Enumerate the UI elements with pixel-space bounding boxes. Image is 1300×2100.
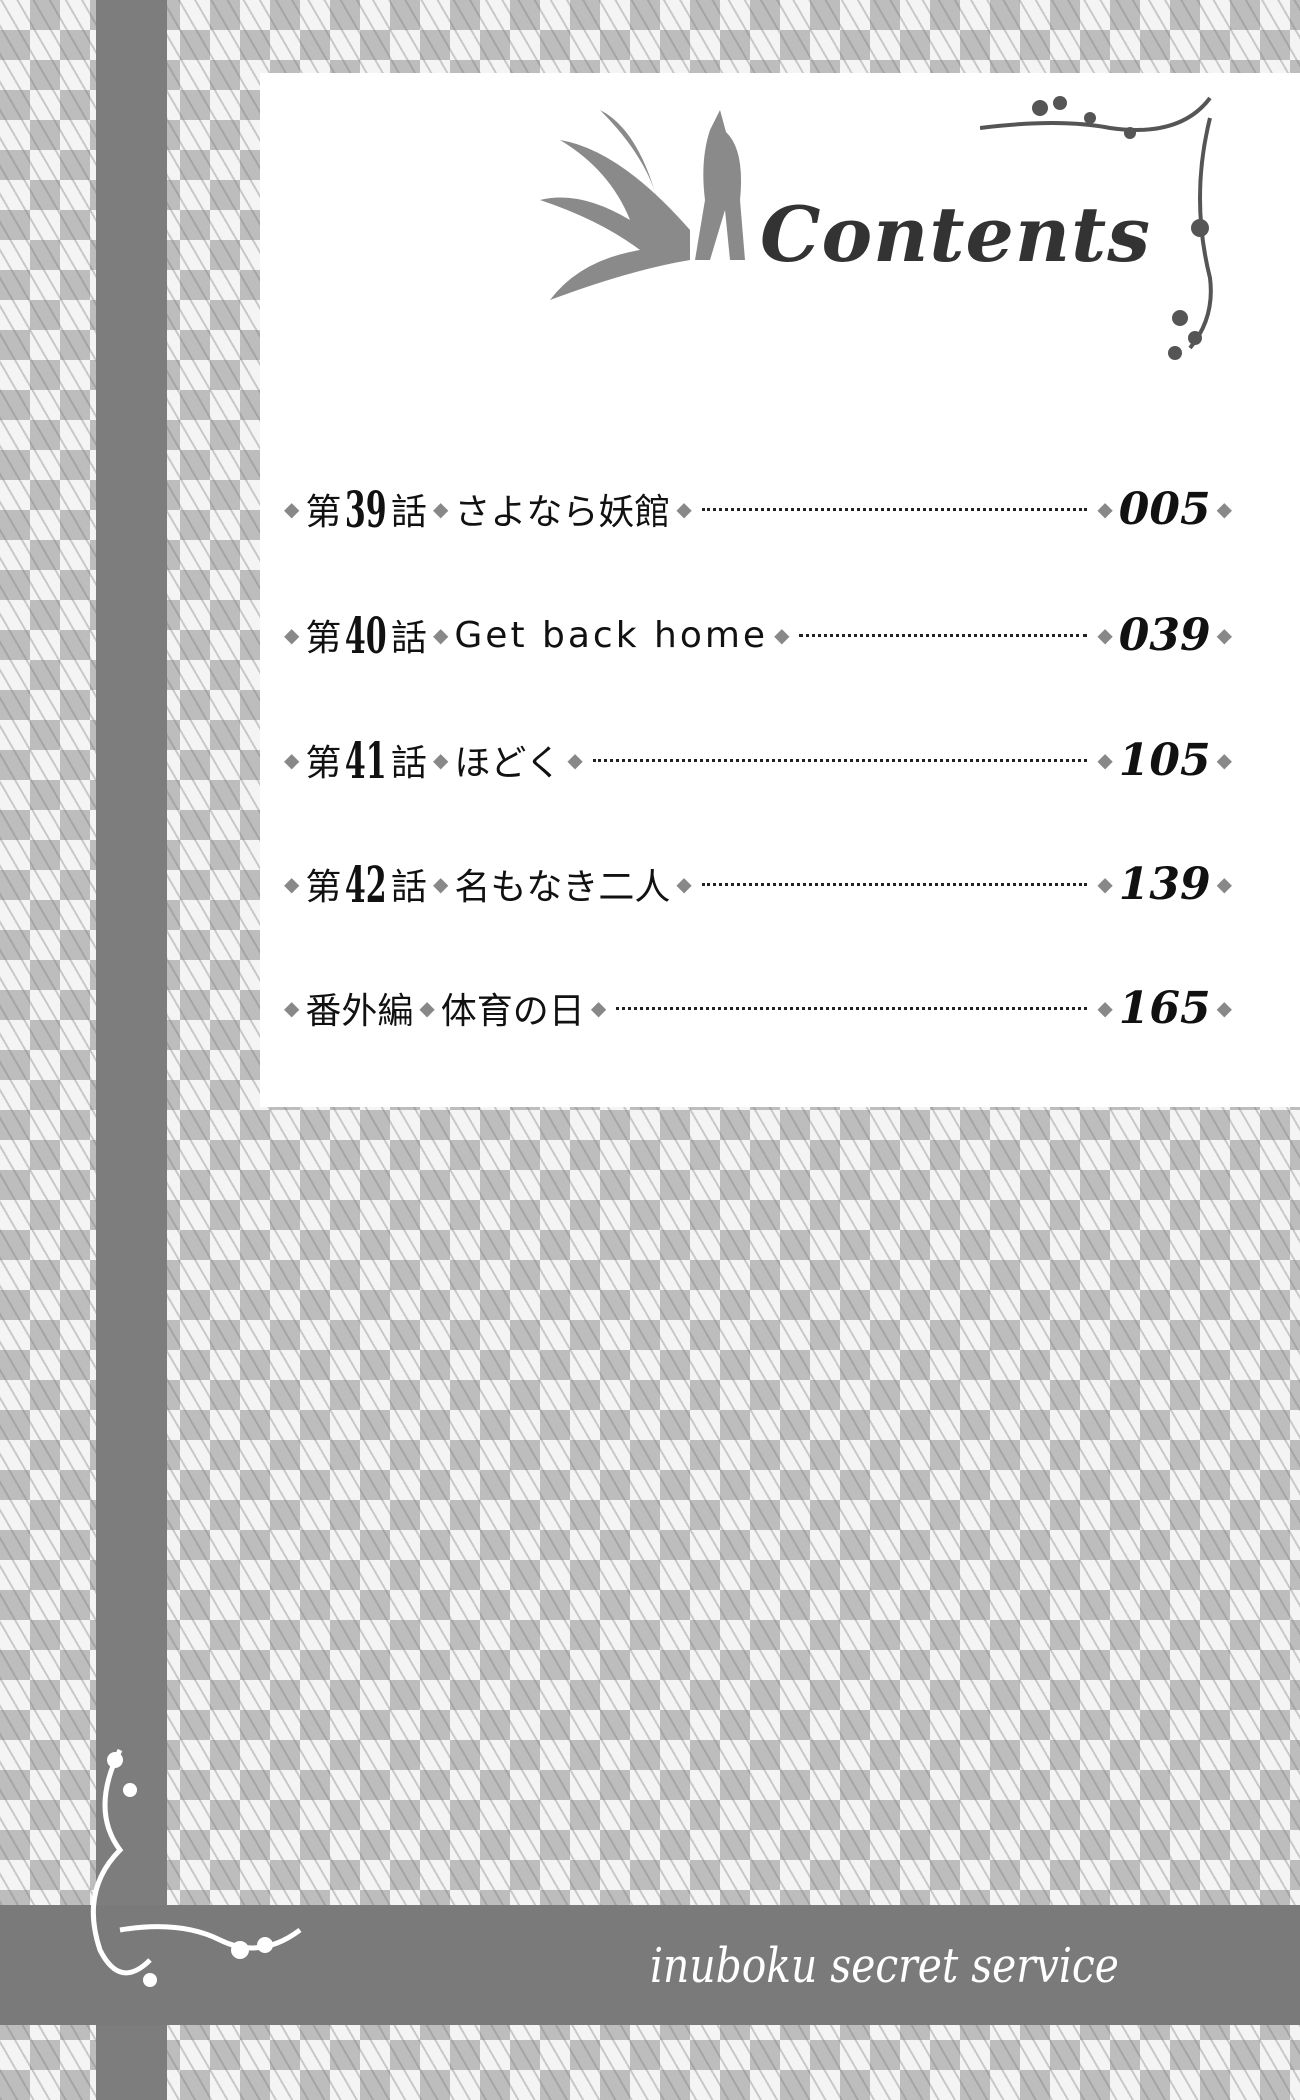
chapter-number: 40: [345, 605, 388, 665]
entry-prefix: 番外編: [305, 991, 414, 1032]
diamond-icon: ◆: [1216, 748, 1232, 772]
dot-leader: [592, 758, 1088, 762]
diamond-icon: ◆: [284, 623, 300, 647]
chapter-title: 体育の日: [440, 991, 585, 1032]
diamond-icon: ◆: [1216, 996, 1232, 1020]
floral-corner-ornament-icon: [980, 96, 1213, 360]
chapter-title: 名もなき二人: [454, 867, 671, 908]
entry-prefix: 第: [305, 492, 342, 533]
entry-prefix: 第: [305, 618, 342, 659]
contents-panel: [260, 73, 1300, 1107]
page-number: 105: [1118, 734, 1211, 786]
chapter-title: Get back home: [454, 614, 769, 656]
diamond-icon: ◆: [433, 748, 449, 772]
chapter-title: さよなら妖館: [454, 492, 671, 533]
diamond-icon: ◆: [433, 872, 449, 896]
page-number: 005: [1118, 483, 1211, 535]
diamond-icon: ◆: [1216, 623, 1232, 647]
page-title: Contents: [760, 190, 1152, 279]
diamond-icon: ◆: [1097, 748, 1113, 772]
diamond-icon: ◆: [419, 996, 435, 1020]
entry-prefix: 第: [305, 743, 342, 784]
dot-leader: [701, 882, 1088, 886]
diamond-icon: ◆: [284, 996, 300, 1020]
dot-leader: [616, 1006, 1088, 1010]
diamond-icon: ◆: [284, 872, 300, 896]
page-number: 139: [1118, 858, 1211, 910]
floral-bottom-ornament-icon: [90, 1748, 302, 1987]
chapter-title: ほどく: [454, 743, 562, 784]
series-title: inuboku secret service: [650, 1938, 1119, 1994]
vertical-ribbon: [96, 0, 167, 2100]
entry-suffix: 話: [391, 867, 428, 908]
entry-suffix: 話: [391, 743, 428, 784]
dot-leader: [799, 633, 1088, 637]
page-number: 039: [1118, 609, 1211, 661]
diamond-icon: ◆: [676, 872, 692, 896]
diamond-icon: ◆: [284, 497, 300, 521]
diamond-icon: ◆: [590, 996, 607, 1020]
diamond-icon: ◆: [1097, 996, 1113, 1020]
diamond-icon: ◆: [1216, 497, 1232, 521]
diamond-icon: ◆: [1216, 872, 1232, 896]
diamond-icon: ◆: [774, 623, 790, 647]
diamond-icon: ◆: [1097, 497, 1113, 521]
diamond-icon: ◆: [567, 748, 583, 772]
diamond-icon: ◆: [284, 748, 300, 772]
chapter-number: 41: [345, 730, 388, 790]
diamond-icon: ◆: [676, 497, 692, 521]
entry-suffix: 話: [391, 492, 428, 533]
entry-prefix: 第: [305, 867, 342, 908]
chapter-number: 42: [345, 854, 388, 914]
diamond-icon: ◆: [1097, 872, 1113, 896]
dot-leader: [701, 507, 1088, 511]
diamond-icon: ◆: [433, 623, 449, 647]
fox-illustration-icon: [540, 110, 745, 300]
toc-entry[interactable]: ◆ 番外編 ◆ 体育の日 ◆ ◆ 165 ◆: [278, 978, 1238, 1038]
diamond-icon: ◆: [433, 497, 449, 521]
entry-suffix: 話: [391, 618, 428, 659]
horizontal-ribbon: [0, 1905, 1300, 2025]
page-number: 165: [1118, 982, 1211, 1034]
chapter-number: 39: [345, 479, 388, 539]
diamond-icon: ◆: [1097, 623, 1113, 647]
